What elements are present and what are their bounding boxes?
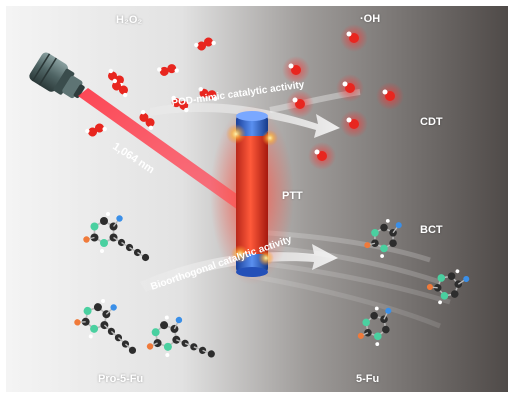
prodrug-molecule-icon bbox=[83, 212, 150, 262]
prodrug-molecule-icon bbox=[146, 315, 215, 358]
h2o2-molecule-icon bbox=[194, 37, 216, 51]
drug-molecule-group bbox=[357, 219, 470, 347]
hydroxyl-radical-icon bbox=[340, 110, 368, 138]
drug-molecule-icon bbox=[426, 269, 470, 305]
hydroxyl-radical-icon bbox=[340, 24, 368, 52]
h2o2-label: H₂O₂ bbox=[116, 14, 143, 26]
drug-molecule-icon bbox=[357, 306, 392, 347]
hydroxyl-radical-group bbox=[282, 24, 404, 170]
prodrug-molecule-icon bbox=[74, 298, 137, 354]
hydroxyl-radical-label: ·OH bbox=[360, 13, 381, 25]
hydroxyl-radical-icon bbox=[336, 74, 364, 102]
hydroxyl-radical-icon bbox=[286, 90, 314, 118]
laser-beam bbox=[78, 88, 248, 210]
prodrug-label: Pro-5-Fu bbox=[98, 373, 144, 385]
h2o2-molecule-group bbox=[85, 37, 218, 137]
drug-label: 5-Fu bbox=[356, 373, 380, 385]
bct-label: BCT bbox=[420, 224, 443, 236]
ptt-label: PTT bbox=[282, 190, 303, 202]
h2o2-molecule-icon bbox=[198, 86, 218, 102]
drug-molecule-icon bbox=[364, 219, 402, 258]
hydroxyl-radical-icon bbox=[308, 142, 336, 170]
h2o2-molecule-icon bbox=[112, 78, 128, 98]
prodrug-molecule-group bbox=[74, 212, 215, 358]
h2o2-molecule-icon bbox=[157, 64, 179, 76]
h2o2-molecule-icon bbox=[139, 109, 155, 131]
h2o2-molecule-icon bbox=[171, 95, 189, 113]
hydroxyl-radical-icon bbox=[376, 82, 404, 110]
cdt-label: CDT bbox=[420, 116, 443, 128]
h2o2-molecule-icon bbox=[85, 123, 107, 137]
laser-icon bbox=[29, 52, 85, 99]
nanorod-icon bbox=[210, 105, 294, 285]
hydroxyl-radical-icon bbox=[282, 56, 310, 84]
